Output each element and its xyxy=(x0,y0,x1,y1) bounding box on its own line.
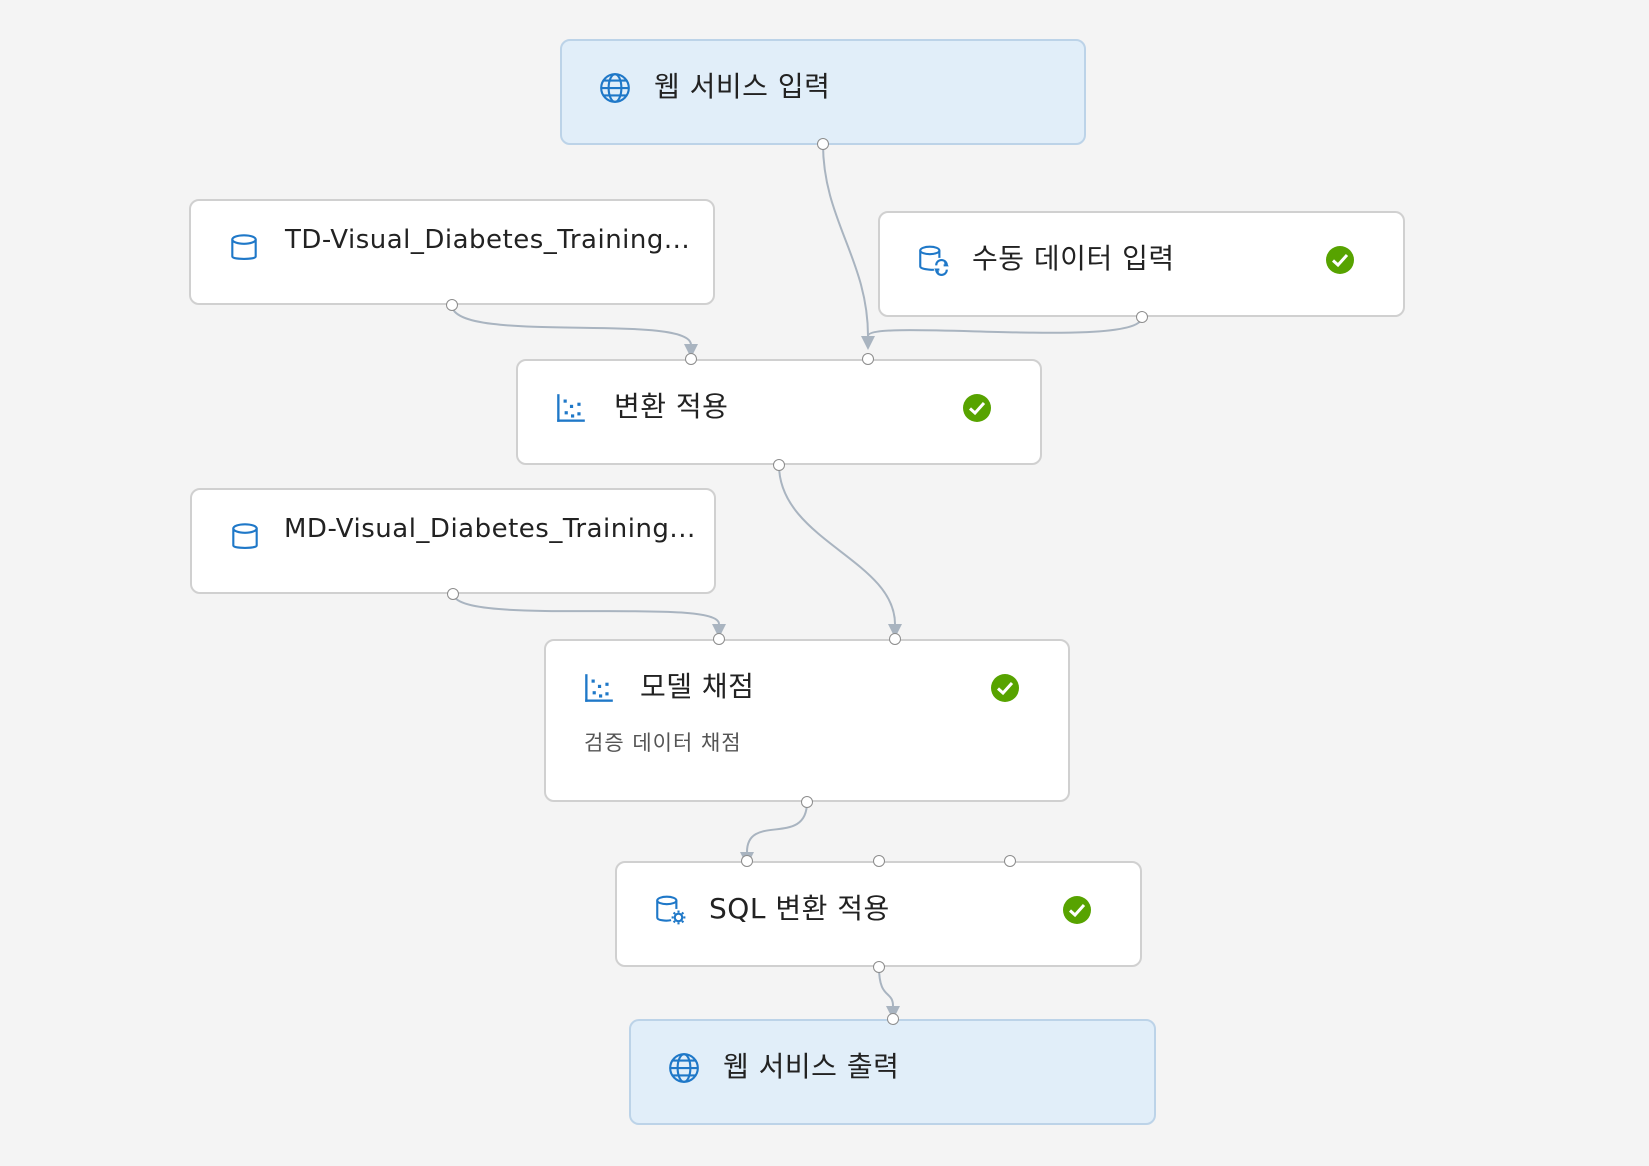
arrowhead xyxy=(861,336,875,350)
scatter-icon xyxy=(557,394,585,422)
web-service-output-node[interactable]: 웹 서비스 출력 xyxy=(629,1019,1156,1125)
input-port[interactable] xyxy=(685,353,697,365)
edge-apply-transform-to-score-model xyxy=(778,464,896,625)
node-label: SQL 변환 적용 xyxy=(709,892,890,925)
input-port[interactable] xyxy=(862,353,874,365)
globe-icon xyxy=(669,1053,699,1083)
output-port[interactable] xyxy=(447,588,459,600)
scatter-icon xyxy=(585,674,613,702)
td-dataset-node[interactable]: TD-Visual_Diabetes_Training... xyxy=(189,199,715,305)
arrowhead xyxy=(684,344,698,358)
database-sync-icon xyxy=(919,245,949,276)
node-label: 모델 채점 xyxy=(640,670,755,703)
edge-td-dataset-to-apply-transform xyxy=(451,304,692,346)
success-check-icon xyxy=(1326,246,1354,274)
edge-sql-transform-to-web-output xyxy=(878,966,894,1007)
edge-web-input-to-apply-transform xyxy=(822,143,869,337)
arrowhead xyxy=(888,624,902,638)
node-label: 수동 데이터 입력 xyxy=(972,242,1175,275)
score-model-node[interactable]: 모델 채점 검증 데이터 채점 xyxy=(544,639,1070,802)
edge-md-dataset-to-score-model xyxy=(452,592,720,625)
arrowhead xyxy=(712,624,726,638)
output-port[interactable] xyxy=(773,459,785,471)
node-label: MD-Visual_Diabetes_Training... xyxy=(284,514,696,544)
node-sublabel: 검증 데이터 채점 xyxy=(584,731,742,755)
apply-sql-transformation-node[interactable]: SQL 변환 적용 xyxy=(615,861,1142,967)
web-service-input-node[interactable]: 웹 서비스 입력 xyxy=(560,39,1086,145)
database-icon xyxy=(232,523,258,549)
success-check-icon xyxy=(991,674,1019,702)
database-icon xyxy=(231,234,257,260)
input-port[interactable] xyxy=(873,855,885,867)
apply-transformation-node[interactable]: 변환 적용 xyxy=(516,359,1042,465)
database-gear-icon xyxy=(656,895,686,925)
success-check-icon xyxy=(963,394,991,422)
node-label: TD-Visual_Diabetes_Training... xyxy=(285,225,691,255)
output-port[interactable] xyxy=(1136,311,1148,323)
input-port[interactable] xyxy=(1004,855,1016,867)
edge-manual-input-to-apply-transform xyxy=(867,316,1143,337)
node-label: 웹 서비스 입력 xyxy=(654,70,831,103)
node-label: 변환 적용 xyxy=(614,390,729,423)
output-port[interactable] xyxy=(446,299,458,311)
input-port[interactable] xyxy=(741,855,753,867)
output-port[interactable] xyxy=(817,138,829,150)
success-check-icon xyxy=(1063,896,1091,924)
input-port[interactable] xyxy=(713,633,725,645)
edge-score-model-to-sql-transform xyxy=(746,801,808,853)
output-port[interactable] xyxy=(801,796,813,808)
input-port[interactable] xyxy=(887,1013,899,1025)
md-dataset-node[interactable]: MD-Visual_Diabetes_Training... xyxy=(190,488,716,594)
manual-data-input-node[interactable]: 수동 데이터 입력 xyxy=(878,211,1405,317)
globe-icon xyxy=(600,73,630,103)
node-label: 웹 서비스 출력 xyxy=(723,1050,900,1083)
input-port[interactable] xyxy=(889,633,901,645)
output-port[interactable] xyxy=(873,961,885,973)
